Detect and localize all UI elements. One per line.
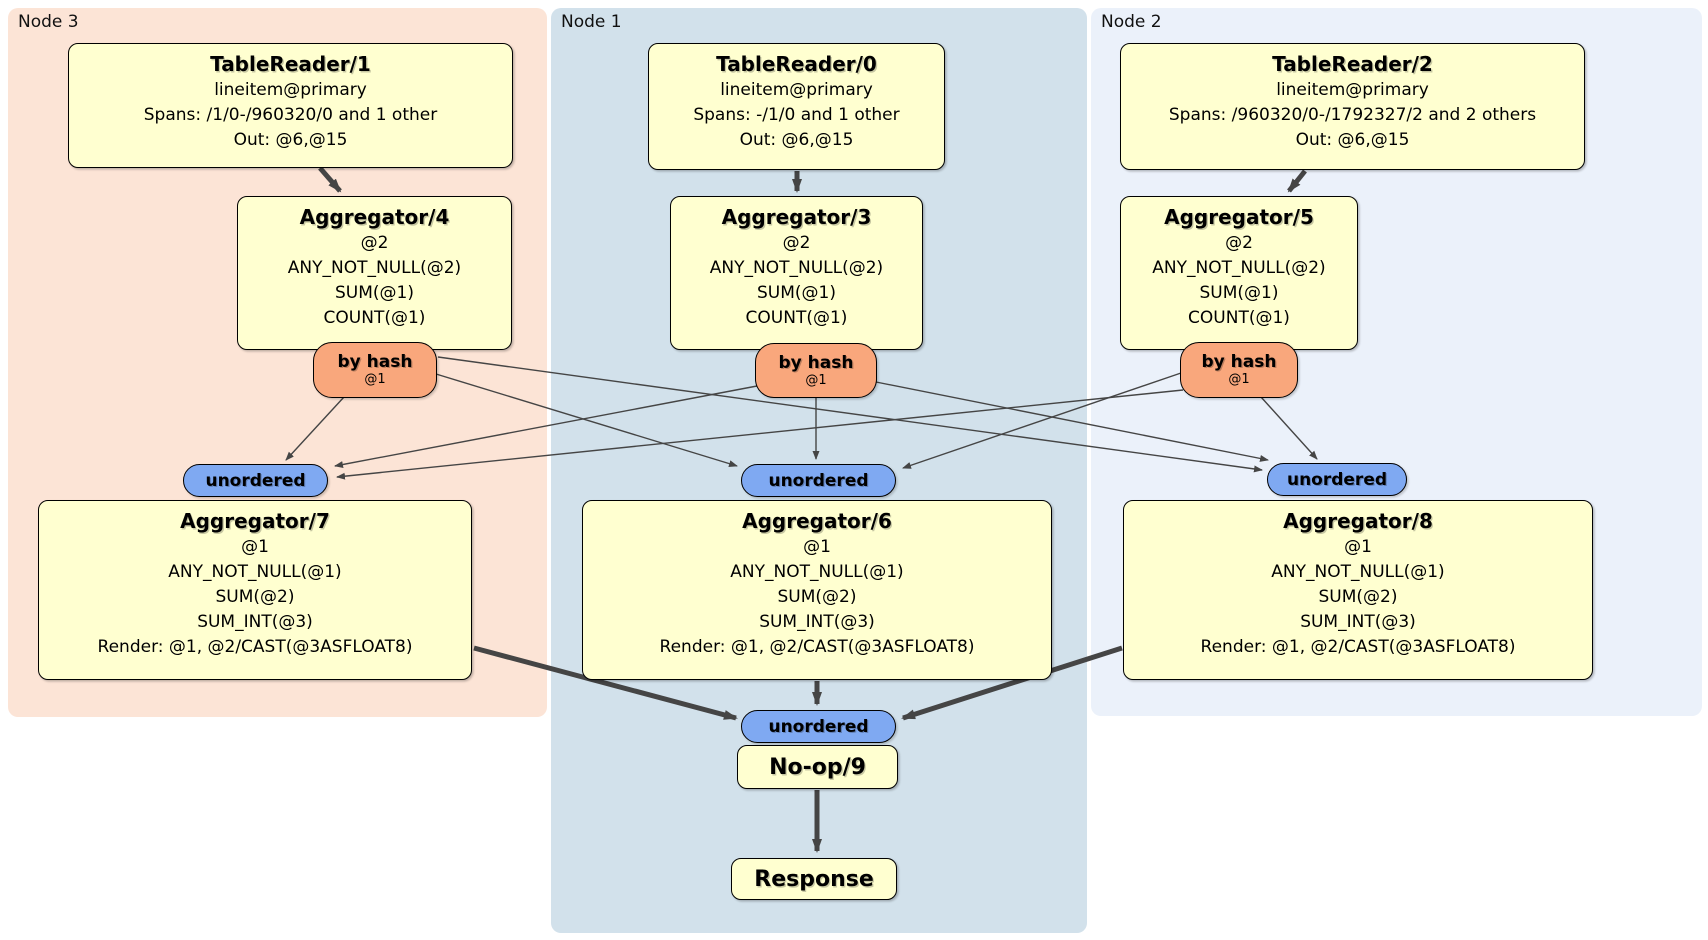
aggregator6-agg: SUM(@2) [777,587,857,607]
aggregator6-group: @1 [803,537,831,557]
hash-router-node1: by hash @1 [755,343,877,398]
hash-router-label: by hash [778,352,854,373]
aggregator7-title: Aggregator/7 [180,509,330,533]
aggregator3-box: Aggregator/3 @2 ANY_NOT_NULL(@2) SUM(@1)… [670,196,923,350]
hash-router-key: @1 [364,372,386,387]
aggregator5-title: Aggregator/5 [1164,205,1314,229]
aggregator8-box: Aggregator/8 @1 ANY_NOT_NULL(@1) SUM(@2)… [1123,500,1593,680]
aggregator6-box: Aggregator/6 @1 ANY_NOT_NULL(@1) SUM(@2)… [582,500,1052,680]
aggregator7-agg: SUM(@2) [215,587,295,607]
aggregator4-agg: COUNT(@1) [323,308,426,328]
aggregator4-agg: ANY_NOT_NULL(@2) [287,258,462,278]
unordered-label: unordered [205,470,306,491]
aggregator3-group: @2 [782,233,811,253]
hash-router-key: @1 [805,372,827,388]
aggregator3-title: Aggregator/3 [721,205,872,229]
aggregator5-agg: ANY_NOT_NULL(@2) [1152,258,1326,278]
unordered-stream-node3: unordered [183,464,328,497]
hash-router-key: @1 [1228,372,1250,387]
hash-router-node2: by hash @1 [1180,342,1298,398]
node1-label: Node 1 [561,12,622,32]
tablereader1-spans: Spans: /1/0-/960320/0 and 1 other [143,105,438,125]
aggregator5-agg: COUNT(@1) [1188,308,1290,328]
response-box: Response [731,858,897,900]
aggregator6-title: Aggregator/6 [742,509,892,533]
unordered-label: unordered [768,470,869,491]
unordered-stream-node2: unordered [1267,463,1407,496]
aggregator8-group: @1 [1344,537,1372,557]
tablereader0-title: TableReader/0 [716,52,877,76]
aggregator4-title: Aggregator/4 [299,205,450,229]
aggregator6-agg: ANY_NOT_NULL(@1) [730,562,904,582]
response-title: Response [754,866,874,892]
aggregator5-box: Aggregator/5 @2 ANY_NOT_NULL(@2) SUM(@1)… [1120,196,1358,350]
unordered-label: unordered [1286,469,1388,490]
node2-label: Node 2 [1101,12,1162,32]
aggregator6-render: Render: @1, @2/CAST(@3ASFLOAT8) [659,637,975,657]
aggregator3-agg: COUNT(@1) [745,308,848,328]
unordered-stream-final: unordered [741,710,896,743]
tablereader2-spans: Spans: /960320/0-/1792327/2 and 2 others [1168,105,1537,125]
aggregator7-render: Render: @1, @2/CAST(@3ASFLOAT8) [97,637,413,657]
tablereader0-spans: Spans: -/1/0 and 1 other [693,105,900,125]
unordered-label: unordered [768,716,869,737]
node3-label: Node 3 [18,12,79,32]
aggregator3-agg: ANY_NOT_NULL(@2) [709,258,884,278]
aggregator5-group: @2 [1225,233,1253,253]
noop9-box: No-op/9 [737,745,898,789]
tablereader2-title: TableReader/2 [1272,52,1433,76]
tablereader1-box: TableReader/1 lineitem@primary Spans: /1… [68,43,513,168]
aggregator4-group: @2 [360,233,389,253]
tablereader2-box: TableReader/2 lineitem@primary Spans: /9… [1120,43,1585,170]
tablereader1-out: Out: @6,@15 [233,130,348,150]
aggregator6-agg: SUM_INT(@3) [759,612,875,632]
tablereader1-index: lineitem@primary [214,80,367,100]
hash-router-label: by hash [337,352,413,372]
unordered-stream-node1: unordered [741,464,896,497]
aggregator7-box: Aggregator/7 @1 ANY_NOT_NULL(@1) SUM(@2)… [38,500,472,680]
hash-router-label: by hash [1201,352,1277,372]
tablereader0-box: TableReader/0 lineitem@primary Spans: -/… [648,43,945,170]
tablereader0-index: lineitem@primary [720,80,873,100]
aggregator8-title: Aggregator/8 [1283,509,1433,533]
tablereader0-out: Out: @6,@15 [739,130,854,150]
hash-router-node3: by hash @1 [313,342,437,398]
tablereader2-out: Out: @6,@15 [1295,130,1410,150]
aggregator7-group: @1 [241,537,269,557]
tablereader2-index: lineitem@primary [1276,80,1429,100]
aggregator4-agg: SUM(@1) [335,283,414,303]
aggregator8-agg: ANY_NOT_NULL(@1) [1271,562,1445,582]
tablereader1-title: TableReader/1 [210,52,371,76]
aggregator4-box: Aggregator/4 @2 ANY_NOT_NULL(@2) SUM(@1)… [237,196,512,350]
noop9-title: No-op/9 [769,754,866,780]
aggregator7-agg: SUM_INT(@3) [197,612,313,632]
aggregator8-agg: SUM(@2) [1318,587,1398,607]
aggregator8-agg: SUM_INT(@3) [1300,612,1416,632]
aggregator3-agg: SUM(@1) [757,283,836,303]
aggregator8-render: Render: @1, @2/CAST(@3ASFLOAT8) [1200,637,1516,657]
aggregator7-agg: ANY_NOT_NULL(@1) [168,562,342,582]
aggregator5-agg: SUM(@1) [1199,283,1279,303]
